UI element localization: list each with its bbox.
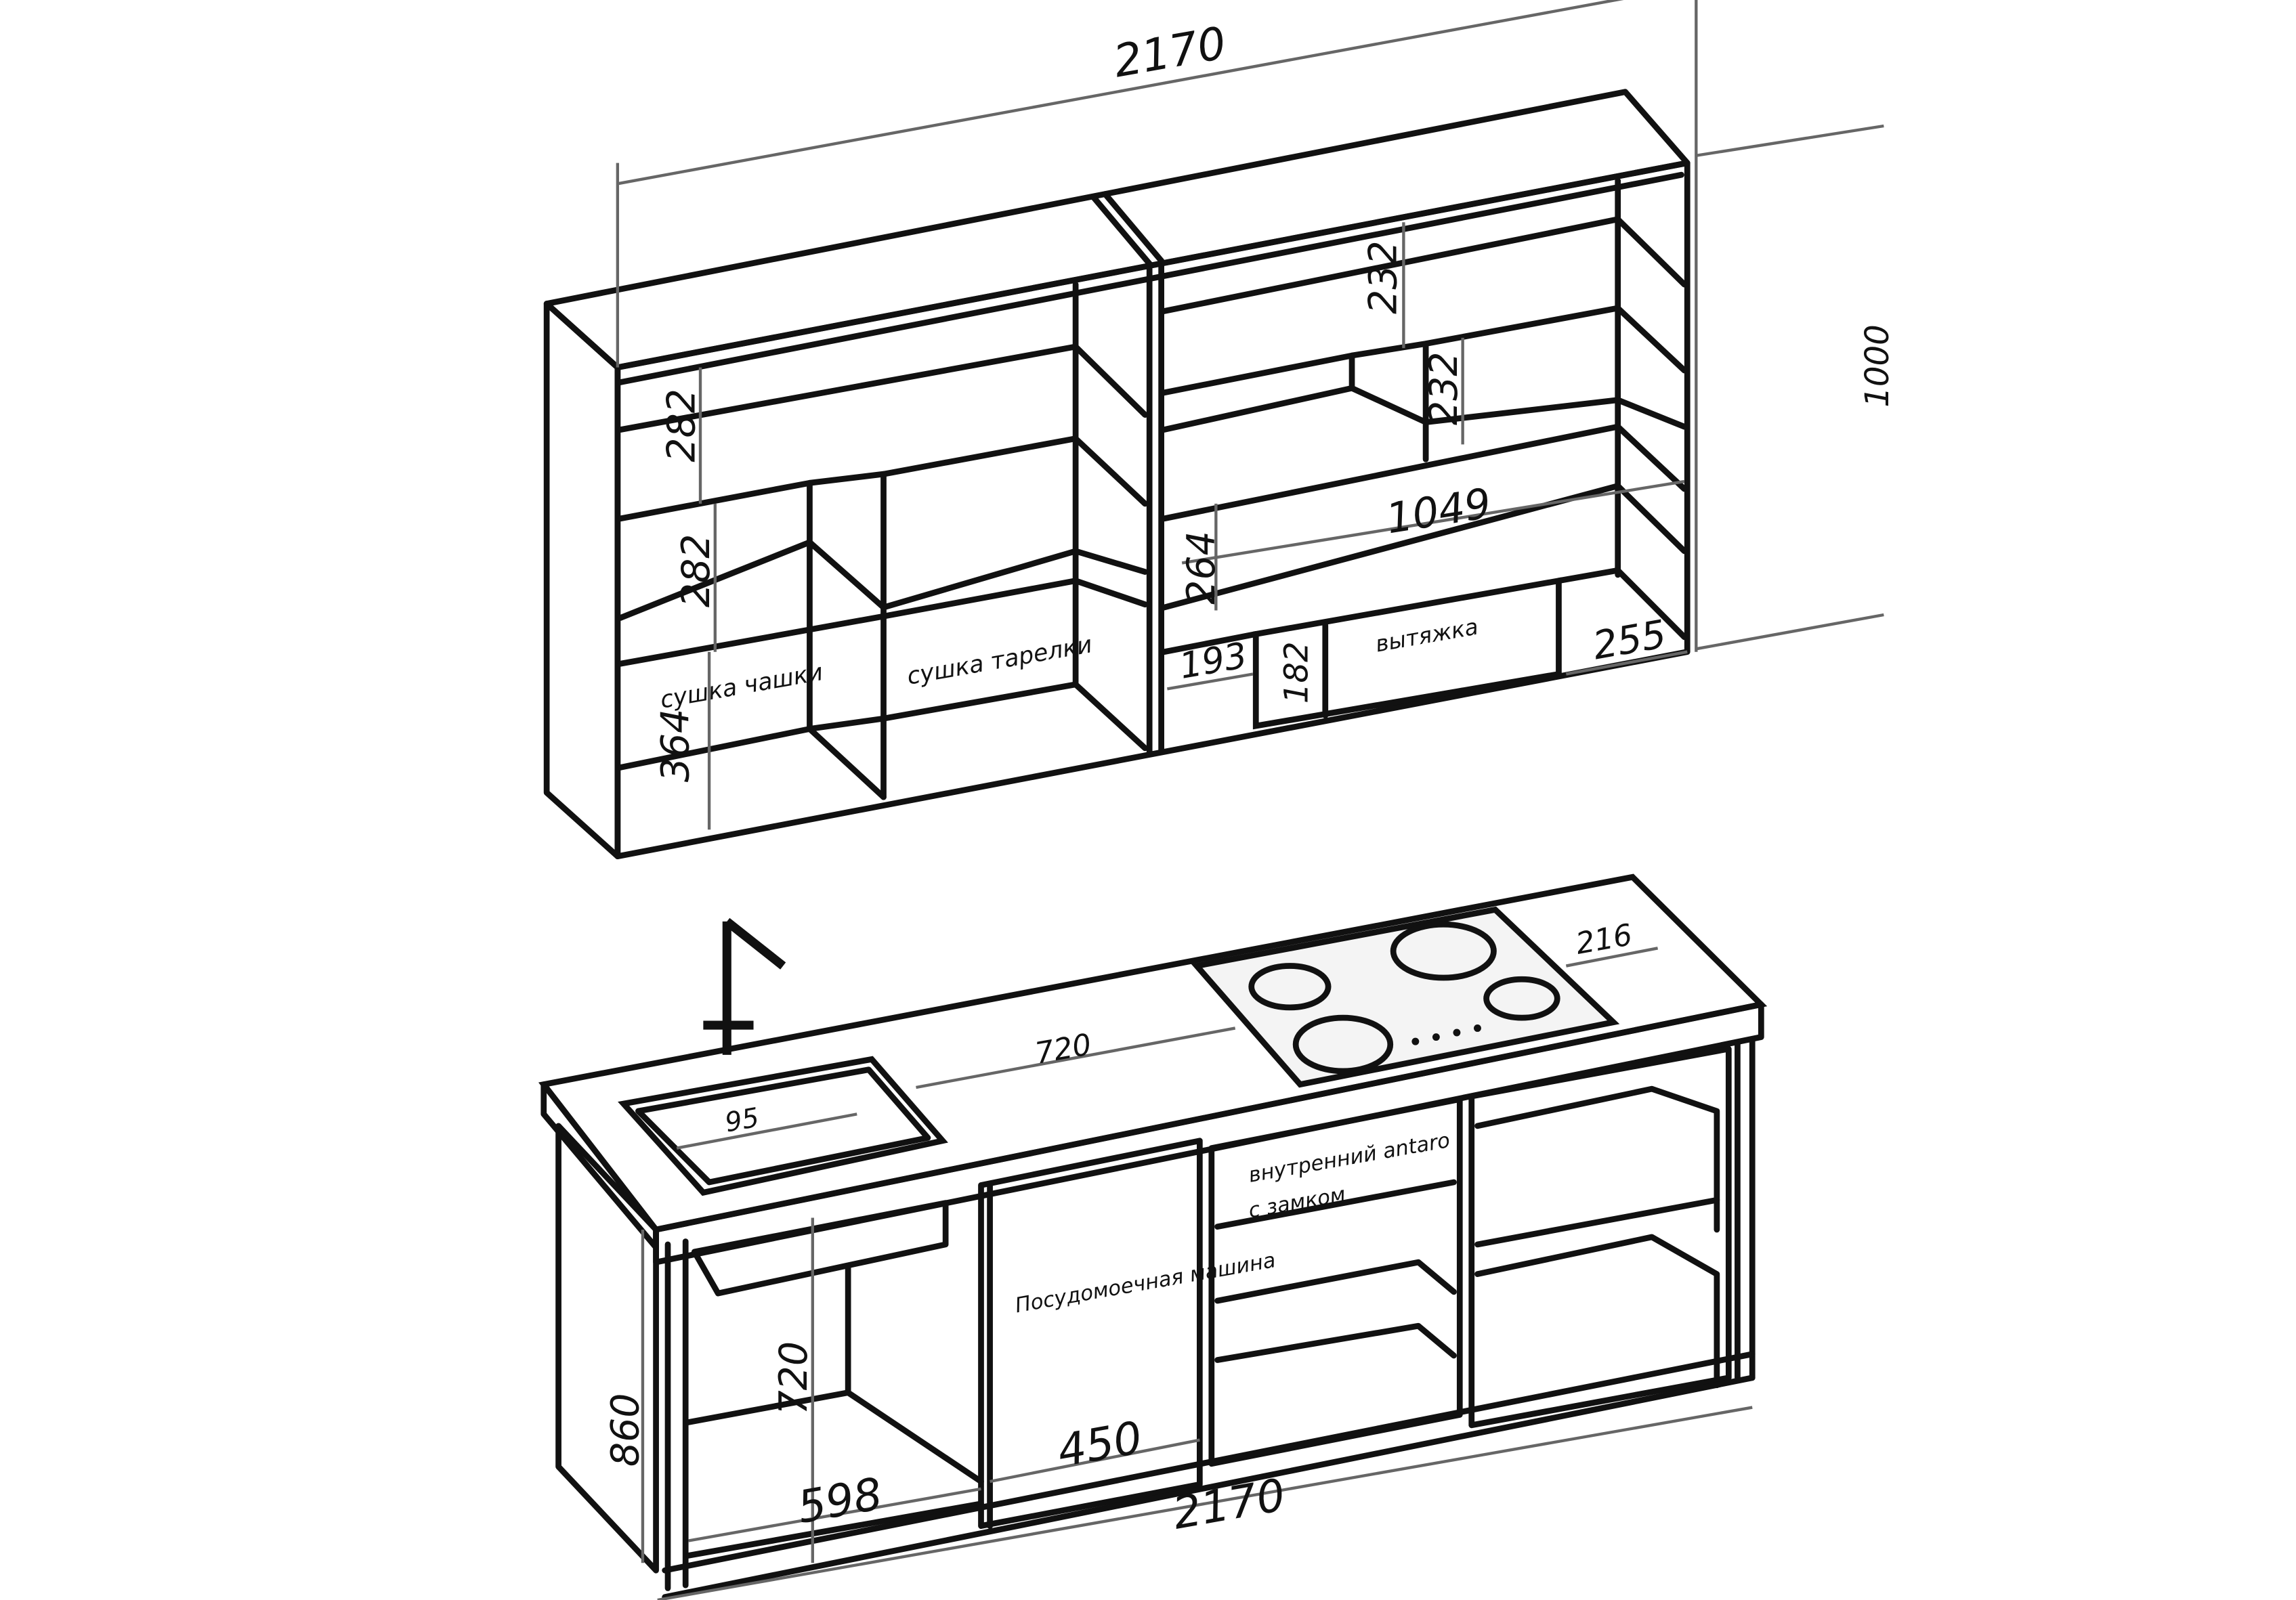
upper-shelving-unit [543,89,1691,860]
upper-divider-top [1090,194,1153,267]
dim-line-720-top [916,1026,1236,1089]
dim-282-2: 282 [674,534,719,607]
drawer-shelf-3 [1214,1322,1457,1363]
dim-line-193 [1166,672,1254,691]
dim-193: 193 [1176,634,1250,687]
label-dishwasher: Посудомоечная машина [1013,1249,1277,1318]
dim-line-95 [676,1112,857,1150]
hob [1191,906,1620,1088]
hob-ring-1 [1248,963,1332,1011]
dim-ext-height-bottom [1695,613,1884,651]
faucet [703,917,786,1055]
dim-364: 364 [654,709,698,783]
left-partition-bottom [807,726,887,800]
lower-kitchen-unit [538,873,1768,1600]
dim-720-vertical: 720 [771,1341,816,1415]
faucet-spout [724,917,786,970]
dishwasher-front [978,1138,1203,1529]
drawer-shelf-2 [1214,1259,1457,1304]
dim-1000: 1000 [1858,324,1896,407]
sink-cab-base [685,1500,984,1559]
sink-inner [635,1066,931,1186]
left-shelf-4 [617,578,1148,667]
upper-left-side [543,301,621,860]
dim-line-2170-top [617,0,1624,186]
right-shelf-b [1474,1085,1720,1203]
lower-dimension-lines [641,947,1753,1600]
hood-rail-right [1556,567,1688,641]
dim-line-598 [688,1487,981,1542]
hob-ring-3 [1292,1014,1394,1075]
hood-rail [1161,631,1259,655]
plinth-top [662,1375,1756,1600]
sink-basin-under [691,1200,949,1297]
dim-232-1: 232 [1361,240,1406,314]
sink-cab-floor [685,1389,984,1485]
dim-line-1049 [1181,479,1685,565]
dim-line-2170-bottom [657,1406,1753,1600]
dim-line-255 [1565,650,1688,676]
lower-left-side [555,1123,659,1574]
dim-2170-bottom: 2170 [1169,1469,1289,1540]
dim-450: 450 [1054,1412,1146,1477]
label-cup-dryer: сушка чашки [658,659,825,714]
right-shelf-a [1474,1196,1720,1248]
right-shelf-c [1474,1234,1720,1389]
hob-ring-2 [1390,921,1497,981]
plinth-line [662,1351,1756,1574]
label-drawer-2: с замком [1247,1183,1347,1224]
dim-282-1: 282 [659,389,704,462]
dim-2170-top: 2170 [1110,18,1230,88]
dim-1049: 1049 [1383,479,1495,544]
right-cabinet [1468,1045,1732,1429]
hood-box [1252,577,1562,730]
dim-182: 182 [1278,641,1316,704]
dim-line-216 [1565,947,1659,968]
right-shelf-1 [1161,216,1688,314]
label-plate-dryer: сушка тарелки [905,631,1094,691]
dim-ext-height-top [1695,124,1884,157]
dim-232-2: 232 [1422,351,1466,425]
dim-860: 860 [603,1393,647,1467]
sink-bowl [618,1056,948,1196]
hob-controls [1411,1024,1481,1045]
drawer-shelf-1 [1214,1179,1457,1230]
upper-divider-top2 [1102,191,1164,264]
dim-line-450 [990,1438,1200,1484]
dim-95: 95 [723,1102,761,1138]
upper-dimension-lines [616,0,1884,830]
hob-ring-4 [1483,976,1560,1021]
dim-264: 264 [1179,531,1224,605]
upper-inner-top [617,171,1684,385]
label-dishwasher-text: Посудомоечная машина [1013,1249,1277,1318]
